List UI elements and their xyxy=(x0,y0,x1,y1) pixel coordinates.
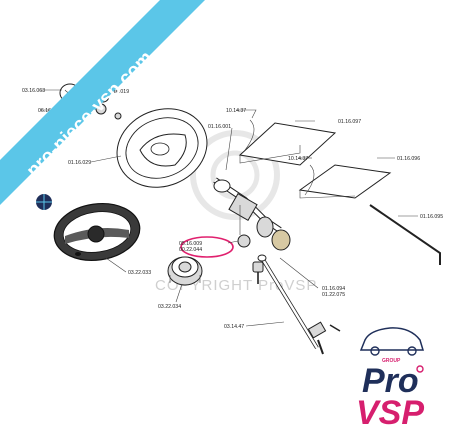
label-01-16-094: 01.16.094 xyxy=(322,286,345,292)
label-05-16-009: 05.16.009 xyxy=(179,241,202,247)
label-01-16-095: 01.16.095 xyxy=(420,214,443,220)
brand-group-text: GROUP xyxy=(382,358,401,364)
label-01-16-029: 01.16.029 xyxy=(68,160,91,166)
bracket-upper xyxy=(238,119,337,166)
bracket-lower xyxy=(298,164,392,199)
screw-part xyxy=(114,112,122,120)
label-03-16-063: 03.16.063 xyxy=(22,88,45,94)
label-01-16-001: 01.16.001 xyxy=(208,124,231,130)
steering-wheel-upper xyxy=(116,108,208,188)
label-10-14-37-b: 10.14.37 xyxy=(288,156,308,162)
ignition-key xyxy=(252,261,264,284)
steering-wheel-lower xyxy=(53,203,141,261)
brand-vsp-text: VSP xyxy=(356,394,424,432)
brand-pro-text: Pro xyxy=(362,362,419,400)
watermark-logo xyxy=(190,130,280,220)
label-01-16-097: 01.16.097 xyxy=(338,119,361,125)
label-03-22-033: 03.22.033 xyxy=(128,270,151,276)
banner-globe-icon xyxy=(36,194,52,210)
label-01-22-075: 01.22.075 xyxy=(322,292,345,298)
support-rod xyxy=(369,204,441,265)
lower-shaft xyxy=(257,254,341,355)
label-00-22-044: 00.22.044 xyxy=(179,247,202,253)
label-03-14-47: 03.14.47 xyxy=(224,324,244,330)
part-labels: 03.16.063 03.16.019 06.16.036 10.14.37 0… xyxy=(22,88,443,330)
label-01-16-096: 01.16.096 xyxy=(397,156,420,162)
hub-adapter-part xyxy=(167,256,203,286)
steering-column xyxy=(213,177,291,251)
highlight-ring xyxy=(180,236,234,258)
label-03-22-034: 03.22.034 xyxy=(158,304,181,310)
label-10-14-37-a: 10.14.37 xyxy=(226,108,246,114)
label-03-16-019: 03.16.019 xyxy=(106,89,129,95)
brand-logo: GROUP Pro VSP xyxy=(356,327,424,432)
